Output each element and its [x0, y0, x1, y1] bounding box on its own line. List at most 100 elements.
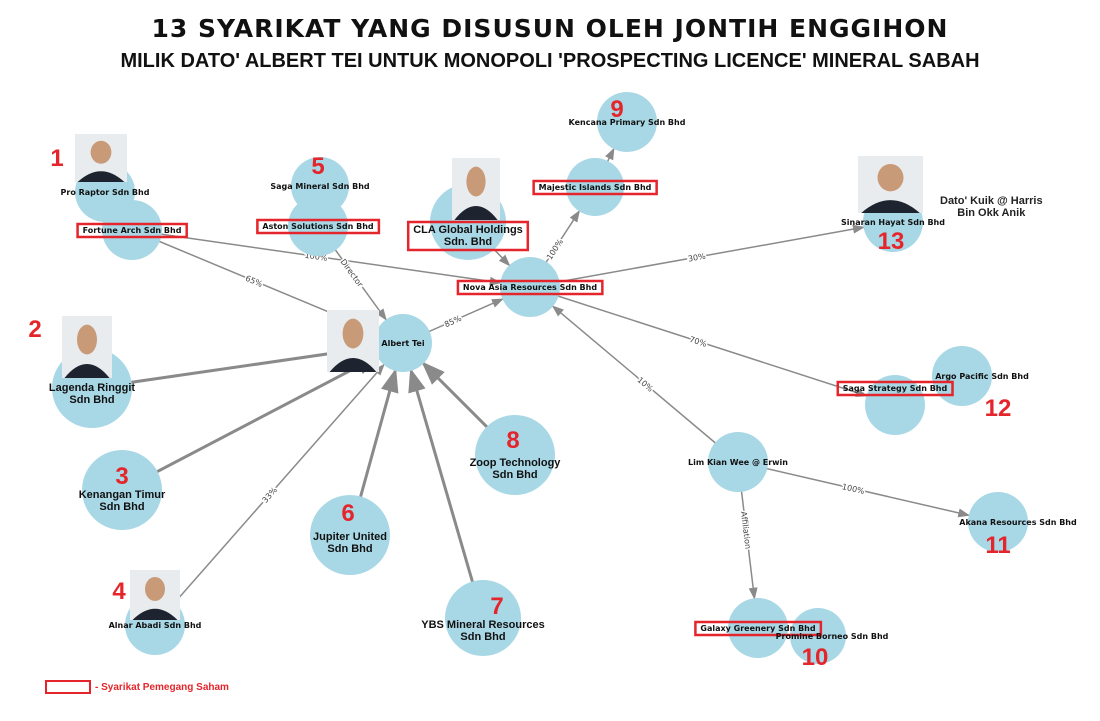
shareholder-highlight-box — [256, 218, 381, 235]
edge-lim-akana — [737, 461, 971, 518]
node-albert — [374, 314, 432, 372]
company-number: 7 — [490, 593, 503, 620]
photo-suit — [454, 206, 498, 220]
node-label: Zoop Technology — [470, 457, 562, 469]
shareholder-highlight-box — [456, 279, 604, 296]
person-photo-icon — [130, 570, 180, 620]
edge-label: 65% — [244, 274, 264, 289]
node-galaxy — [728, 598, 788, 658]
company-number: 8 — [506, 427, 519, 454]
node-label: Saga Strategy Sdn Bhd — [843, 384, 948, 393]
person-photo-icon — [62, 316, 112, 378]
edge-lim-nova — [551, 305, 739, 463]
company-number: 5 — [311, 153, 324, 180]
node-label: Nova Asia Resources Sdn Bhd — [463, 283, 597, 292]
legend: - Syarikat Pemegang Saham — [45, 680, 229, 694]
person-photo-icon — [452, 158, 500, 220]
legend-box-swatch — [45, 680, 91, 694]
photo-suit — [861, 200, 920, 213]
edge-fortune-nova — [131, 229, 502, 286]
node-nova — [500, 257, 560, 317]
photo-suit — [329, 358, 377, 372]
annotation-line-1: Dato' Kuik @ Harris — [940, 195, 1043, 207]
node-label: Majestic Islands Sdn Bhd — [539, 183, 652, 192]
shareholder-highlight-box — [532, 179, 658, 196]
node-label: Pro Raptor Sdn Bhd — [61, 188, 150, 197]
node-label: Kenangan Timur — [79, 489, 166, 501]
node-label: Aston Solutions Sdn Bhd — [262, 222, 374, 231]
photo-face — [90, 140, 112, 164]
person-photo-icon — [75, 134, 127, 182]
edge-label: 33% — [261, 485, 280, 505]
edge-label: 100% — [545, 237, 565, 261]
company-number: 4 — [112, 578, 126, 605]
company-number: 11 — [985, 532, 1010, 559]
shareholder-highlight-box — [694, 620, 823, 637]
node-label-line2: Sdn Bhd — [99, 501, 144, 513]
node-argo — [932, 346, 992, 406]
node-label: Jupiter United — [313, 531, 387, 543]
node-label-line2: Sdn Bhd — [327, 543, 372, 555]
shareholder-highlight-box — [76, 222, 188, 239]
edge-label: 10% — [635, 375, 655, 394]
node-zoop — [475, 415, 555, 495]
edge-ybs-albert — [408, 367, 485, 619]
edge-nova-sagastrat — [529, 286, 868, 397]
legend-label: - Syarikat Pemegang Saham — [95, 681, 229, 693]
node-label: Lagenda Ringgit — [49, 382, 136, 394]
company-number: 2 — [28, 316, 41, 343]
company-number: 9 — [610, 96, 623, 123]
node-label: Galaxy Greenery Sdn Bhd — [700, 624, 815, 633]
edge-label: 100% — [841, 482, 866, 496]
node-ybs — [445, 580, 521, 656]
node-kencana — [597, 92, 657, 152]
person-photo-icon — [858, 156, 923, 213]
person-photo-icon — [327, 310, 379, 372]
node-fortune — [102, 200, 162, 260]
photo-face — [342, 318, 364, 349]
node-label: Saga Mineral Sdn Bhd — [270, 182, 370, 191]
node-sagastrat — [865, 375, 925, 435]
edge-nova-sinaran — [529, 224, 865, 288]
node-kenangan — [82, 450, 162, 530]
node-label: YBS Mineral Resources — [421, 619, 545, 631]
node-label: Lim Kian Wee @ Erwin — [688, 458, 788, 467]
photo-face — [145, 577, 165, 601]
node-akana — [968, 492, 1028, 552]
node-aston — [288, 196, 348, 256]
edge-label: 70% — [688, 335, 708, 349]
edge-label: 85% — [443, 314, 463, 330]
node-jupiter — [310, 495, 390, 575]
photo-suit — [64, 364, 110, 378]
node-label-line2: Sdn Bhd — [69, 394, 114, 406]
company-number: 1 — [50, 145, 63, 172]
company-number: 3 — [115, 463, 128, 490]
shareholder-highlight-box — [406, 220, 530, 252]
node-label: Sinaran Hayat Sdn Bhd — [841, 218, 945, 227]
node-label: Alnar Abadi Sdn Bhd — [109, 621, 202, 630]
company-number: 6 — [341, 500, 354, 527]
company-number: 12 — [985, 395, 1012, 422]
node-majestic — [566, 158, 624, 216]
photo-face — [877, 163, 904, 192]
edge-alnar-albert — [154, 363, 385, 626]
edge-label: 30% — [687, 252, 706, 264]
photo-face — [77, 324, 97, 355]
node-label: Promine Borneo Sdn Bhd — [776, 632, 889, 641]
edge-kenangan-albert — [121, 355, 380, 492]
node-label-line2: Sdn. Bhd — [444, 236, 492, 248]
subtitle: MILIK DATO' ALBERT TEI UNTUK MONOPOLI 'P… — [120, 50, 980, 72]
photo-suit — [132, 608, 178, 620]
node-label: Fortune Arch Sdn Bhd — [83, 226, 182, 235]
node-label: CLA Global Holdings — [413, 224, 523, 236]
node-label: Argo Pacific Sdn Bhd — [935, 372, 1029, 381]
node-label-line2: Sdn Bhd — [492, 469, 537, 481]
shareholder-highlight-box — [836, 380, 954, 397]
node-label: Kencana Primary Sdn Bhd — [569, 118, 686, 127]
company-number: 10 — [802, 644, 829, 671]
node-label: Albert Tei — [381, 339, 424, 348]
photo-face — [466, 166, 486, 197]
node-lim — [708, 432, 768, 492]
title: 13 SYARIKAT YANG DISUSUN OLEH JONTIH ENG… — [151, 14, 949, 43]
